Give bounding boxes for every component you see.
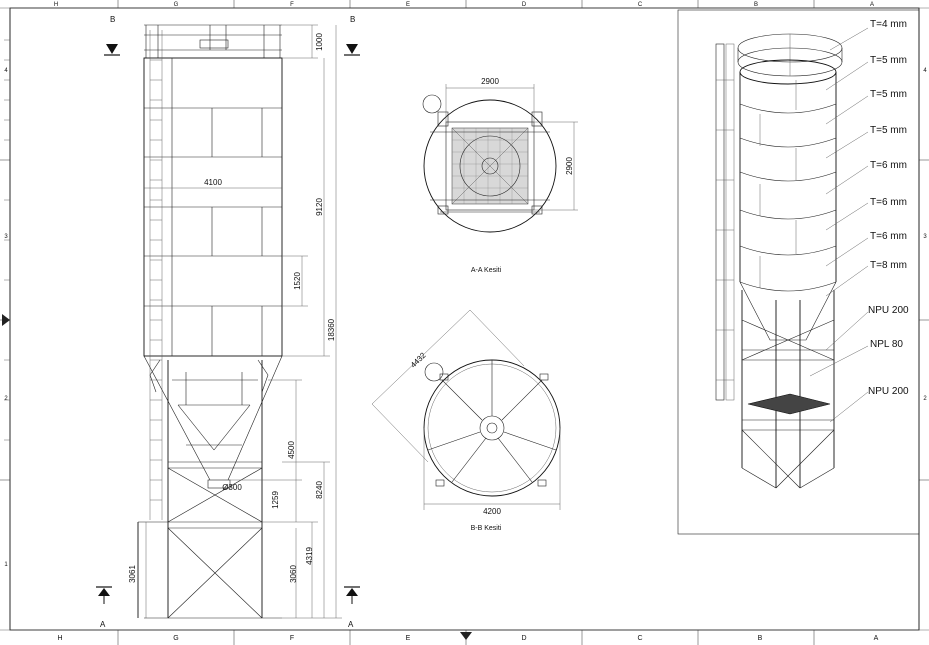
iso-label: NPL 80 — [870, 339, 903, 350]
border-letter: H — [54, 2, 58, 8]
arrow-down-icon — [106, 44, 118, 54]
iso-label: T=5 mm — [870, 89, 907, 100]
dim-diameter: 4100 — [204, 178, 222, 187]
aa-height: 2900 — [565, 157, 574, 175]
border-letter: D — [521, 635, 526, 642]
marker-label: A — [100, 620, 106, 629]
border-number: 1 — [4, 562, 8, 568]
iso-label: T=6 mm — [870, 160, 907, 171]
arrow-up-icon — [98, 588, 110, 596]
border-letter: G — [174, 2, 179, 8]
dim-support-lower: 4319 — [305, 547, 314, 565]
bb-title: B-B Kesiti — [471, 525, 502, 532]
iso-label: T=4 mm — [870, 19, 907, 30]
dim-total-height: 18360 — [327, 318, 336, 341]
dim-outlet: Ø300 — [222, 483, 242, 492]
dim-top-platform: 1000 — [315, 33, 324, 51]
border-letter: C — [638, 2, 643, 8]
border-number: 2 — [4, 396, 8, 402]
border-letter: C — [637, 635, 642, 642]
iso-label: NPU 200 — [868, 305, 909, 316]
marker-label: A — [348, 620, 354, 629]
marker-label: B — [350, 15, 355, 24]
iso-view: T=4 mm T=5 mm T=5 mm T=5 mm T=6 mm T=6 m… — [677, 9, 920, 535]
arrow-down-icon — [346, 44, 358, 54]
border-letter: B — [758, 635, 763, 642]
border-letter: H — [57, 635, 62, 642]
border-letter: E — [406, 2, 410, 8]
border-number: 2 — [923, 396, 927, 402]
aa-width: 2900 — [481, 77, 499, 86]
center-mark-icon — [2, 314, 10, 326]
bb-width: 4200 — [483, 507, 501, 516]
dim-ladder-height: 3061 — [128, 565, 137, 583]
arrow-up-icon — [346, 588, 358, 596]
border-letter: B — [754, 2, 758, 8]
iso-label: T=8 mm — [870, 260, 907, 271]
section-bb-view: 4432 4200 B-B Kesiti — [371, 309, 561, 532]
section-marker-a: A A — [96, 586, 360, 629]
border-letter: D — [522, 2, 527, 8]
border-letter: F — [290, 635, 294, 642]
dim-mid-height: 1259 — [271, 491, 280, 509]
dim-hopper-height: 4500 — [287, 441, 296, 459]
border-number: 4 — [923, 68, 927, 74]
border-number: 3 — [923, 234, 927, 240]
iso-label: T=5 mm — [870, 55, 907, 66]
border-number: 4 — [4, 68, 8, 74]
border-letter: E — [406, 635, 411, 642]
border-letter: A — [874, 635, 879, 642]
section-marker-b: B B — [104, 15, 360, 56]
dim-body-height: 9120 — [315, 198, 324, 216]
dim-leg-height: 3060 — [289, 565, 298, 583]
center-mark-icon — [460, 632, 472, 640]
iso-label: T=6 mm — [870, 231, 907, 242]
aa-title: A-A Kesiti — [471, 267, 502, 274]
border-letter: G — [173, 635, 178, 642]
border-number: 3 — [4, 234, 8, 240]
front-view: B B A A — [96, 15, 360, 629]
border-letter: A — [870, 2, 874, 8]
dim-support-total: 8240 — [315, 481, 324, 499]
section-aa-view: 2900 2900 A-A Kesiti — [422, 77, 578, 274]
iso-label: T=5 mm — [870, 125, 907, 136]
iso-label: NPU 200 — [868, 386, 909, 397]
iso-label: T=6 mm — [870, 197, 907, 208]
border-letter: F — [290, 2, 294, 8]
marker-label: B — [110, 15, 115, 24]
dim-ring-height: 1520 — [293, 272, 302, 290]
